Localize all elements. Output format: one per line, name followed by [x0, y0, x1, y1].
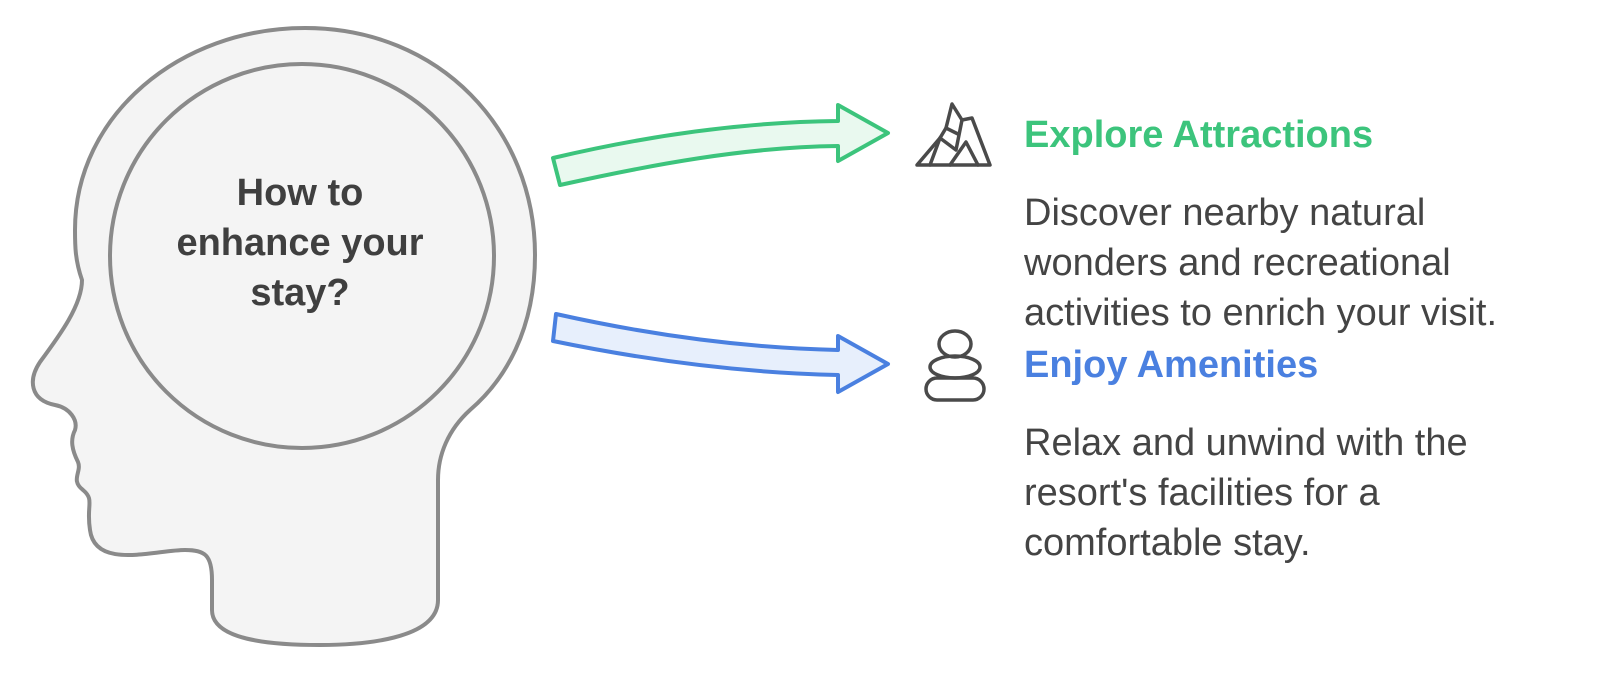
description-line: activities to enrich your visit. — [1024, 292, 1498, 334]
central-question-line: stay? — [250, 272, 350, 314]
stacked-stones-icon — [924, 329, 986, 402]
description-line: Relax and unwind with the — [1024, 422, 1468, 464]
branch-description-enjoy-amenities: Relax and unwind with the resort's facil… — [1024, 418, 1468, 568]
arrow-explore — [551, 103, 890, 187]
central-question-line: How to — [236, 172, 364, 214]
thought-circle — [108, 62, 496, 450]
description-line: resort's facilities for a — [1024, 472, 1380, 514]
branch-description-explore-attractions: Discover nearby natural wonders and recr… — [1024, 188, 1497, 338]
branch-title-enjoy-amenities: Enjoy Amenities — [1024, 344, 1319, 386]
mountain-icon — [915, 102, 992, 167]
branch-title-explore-attractions: Explore Attractions — [1024, 114, 1374, 156]
central-question: How to enhance your stay? — [150, 168, 450, 318]
description-line: comfortable stay. — [1024, 522, 1311, 564]
arrow-enjoy — [551, 312, 890, 394]
description-line: wonders and recreational — [1024, 242, 1451, 284]
central-question-line: enhance your — [176, 222, 424, 264]
description-line: Discover nearby natural — [1024, 192, 1426, 234]
